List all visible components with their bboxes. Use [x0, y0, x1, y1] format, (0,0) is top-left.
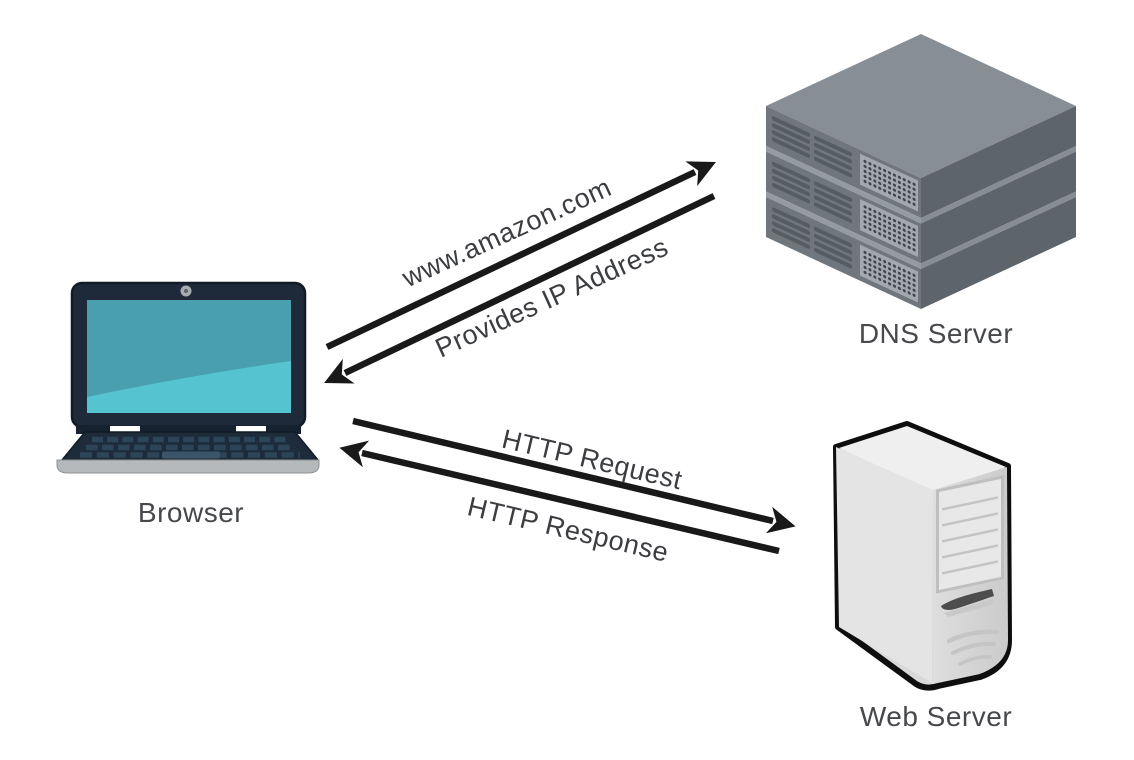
browser-node	[52, 276, 332, 476]
dns-server-node	[764, 33, 1078, 318]
server-stack-icon	[766, 34, 1076, 309]
web-server-node	[822, 420, 1020, 694]
browser-label: Browser	[137, 497, 245, 528]
tower-server-icon	[833, 421, 1012, 691]
dns-response-arrow	[324, 193, 716, 384]
dns-server-label: DNS Server	[858, 318, 1014, 349]
dns-query-arrow	[325, 161, 716, 350]
http-response-arrow	[339, 440, 780, 555]
web-server-label: Web Server	[859, 701, 1013, 732]
laptop-icon	[56, 281, 320, 474]
http-request-arrow	[352, 417, 796, 534]
